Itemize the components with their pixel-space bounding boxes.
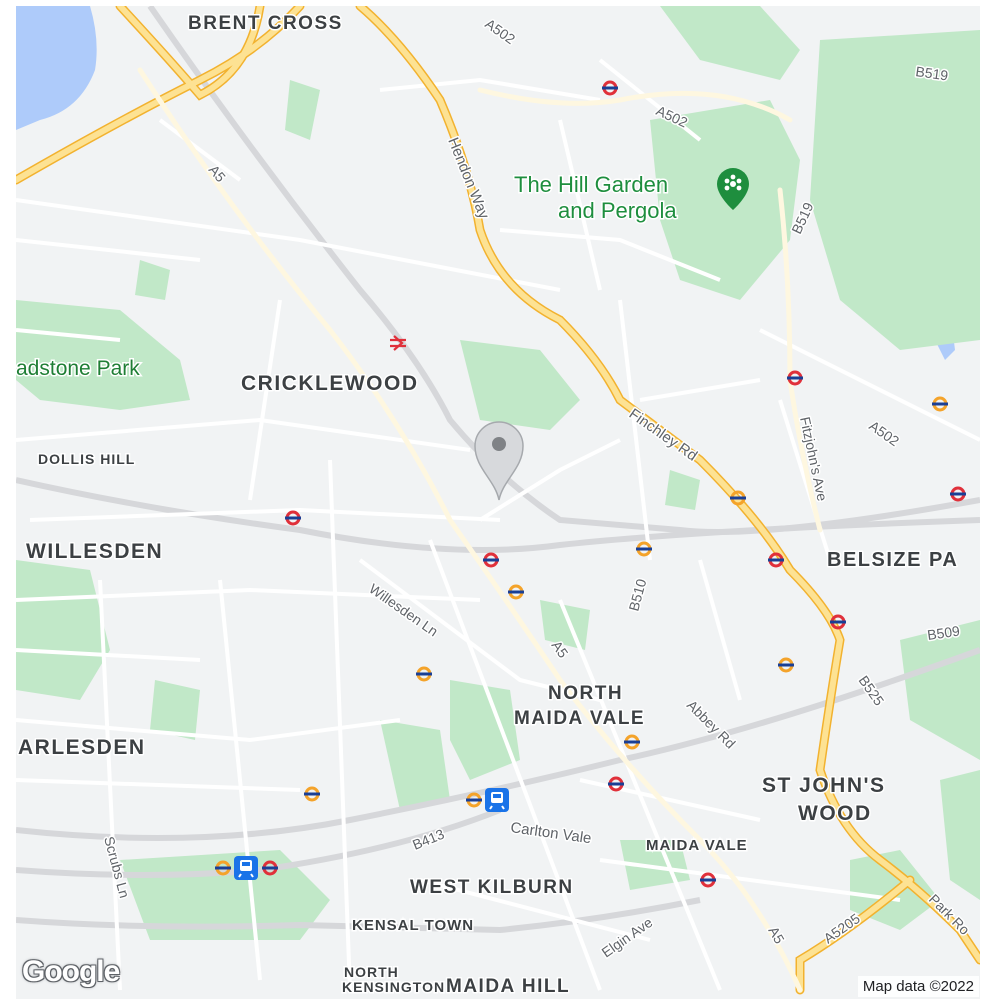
major-roads-layer [16,6,980,995]
area-label-st-johns-wood-line1: ST JOHN'S [762,774,886,797]
underground-icon[interactable] [787,370,803,386]
area-label-west-kilburn: WEST KILBURN [410,877,574,898]
overground-icon[interactable] [466,792,482,808]
map-canvas[interactable]: BRENT CROSS CRICKLEWOOD DOLLIS HILL WILL… [16,6,980,999]
overground-icon[interactable] [508,584,524,600]
area-label-kensal-town: KENSAL TOWN [352,917,474,934]
underground-stations [262,80,966,888]
area-label-willesden: WILLESDEN [26,540,163,563]
streets-layer [16,58,980,991]
overground-icon[interactable] [932,396,948,412]
overground-icon[interactable] [624,734,640,750]
train-station-icon[interactable] [234,856,258,880]
overground-icon[interactable] [215,860,231,876]
underground-icon[interactable] [700,872,716,888]
area-label-dollis-hill: DOLLIS HILL [38,451,135,467]
area-label-harlesden: ARLESDEN [18,736,146,759]
area-label-maida-hill: MAIDA HILL [446,976,570,997]
underground-icon[interactable] [768,552,784,568]
overground-icon[interactable] [416,666,432,682]
park-poi-icon[interactable] [717,168,749,210]
underground-icon[interactable] [608,776,624,792]
overground-icon[interactable] [636,541,652,557]
area-labels: BRENT CROSS CRICKLEWOOD DOLLIS HILL WILL… [17,12,959,999]
location-pin-icon[interactable] [474,421,524,501]
area-label-north-kensington-line2: KENSINGTON [342,979,445,995]
map-attribution[interactable]: Map data ©2022 [857,976,979,997]
park-label-gladstone-park: adstone Park [16,357,140,380]
overground-icon[interactable] [304,786,320,802]
overground-icon[interactable] [778,657,794,673]
road-label-b509: B509 [926,623,961,643]
underground-icon[interactable] [285,510,301,526]
underground-icon[interactable] [483,552,499,568]
area-label-north-maida-vale-line2: MAIDA VALE [514,708,645,729]
underground-icon[interactable] [830,614,846,630]
area-label-maida-vale: MAIDA VALE [646,837,748,854]
area-label-cricklewood: CRICKLEWOOD [241,372,419,395]
park-label-hill-garden-line2: and Pergola [558,198,677,223]
park-label-hill-garden-line1: The Hill Garden [514,172,668,197]
overground-icon[interactable] [730,490,746,506]
water-reservoir [16,6,97,130]
road-label-b519-top: B519 [915,63,950,83]
park-labels: The Hill Garden and Pergola adstone Park [16,171,679,382]
underground-icon[interactable] [262,860,278,876]
area-label-north-maida-vale-line1: NORTH [548,683,623,704]
area-label-st-johns-wood-line2: WOOD [798,802,872,825]
train-station-icon[interactable] [485,788,509,812]
underground-icon[interactable] [950,486,966,502]
national-rail-icon[interactable] [390,335,406,351]
overground-stations [215,396,948,876]
google-logo[interactable]: Google [22,955,120,988]
area-label-belsize-park: BELSIZE PA [827,549,958,571]
area-label-brent-cross: BRENT CROSS [188,13,343,34]
area-label-north-kensington-line1: NORTH [344,964,399,980]
underground-icon[interactable] [602,80,618,96]
